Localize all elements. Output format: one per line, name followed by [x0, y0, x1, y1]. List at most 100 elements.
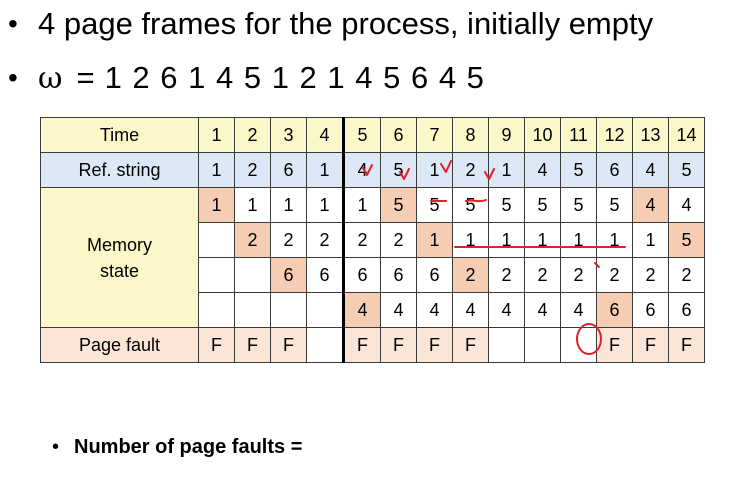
- memory-cell: 1: [342, 187, 381, 223]
- memory-cell: 2: [234, 222, 271, 258]
- reference-cell: 1: [306, 152, 344, 188]
- page-fault-cell: F: [668, 327, 705, 363]
- page-fault-cell: F: [198, 327, 235, 363]
- omega-symbol: ω: [38, 60, 63, 96]
- memory-cell: 2: [632, 257, 669, 293]
- page-fault-cell: [524, 327, 561, 363]
- page-fault-cell: F: [380, 327, 417, 363]
- page-fault-cell: [560, 327, 597, 363]
- memory-header-line2: state: [99, 260, 140, 281]
- memory-cell: 1: [632, 222, 669, 258]
- memory-cell: [234, 292, 271, 328]
- reference-cell: 1: [488, 152, 525, 188]
- page-fault-cell: F: [270, 327, 307, 363]
- reference-cell: 2: [234, 152, 271, 188]
- bullet-page-fault-count: • Number of page faults =: [52, 436, 302, 459]
- memory-cell: 4: [488, 292, 525, 328]
- memory-cell: 2: [596, 257, 633, 293]
- memory-cell: 4: [416, 292, 453, 328]
- bullet-dot-icon: •: [8, 62, 18, 93]
- bullet-dot-icon: •: [8, 8, 18, 39]
- time-cell: 6: [380, 117, 417, 153]
- memory-cell: 6: [596, 292, 633, 328]
- reference-cell: 4: [342, 152, 381, 188]
- memory-cell: 5: [416, 187, 453, 223]
- time-cell: 7: [416, 117, 453, 153]
- memory-cell: 6: [342, 257, 381, 293]
- page-fault-cell: F: [416, 327, 453, 363]
- page-fault-cell: F: [234, 327, 271, 363]
- page-fault-count-text: Number of page faults =: [74, 436, 303, 458]
- memory-cell: 1: [234, 187, 271, 223]
- memory-cell: 1: [488, 222, 525, 258]
- memory-cell: 5: [488, 187, 525, 223]
- memory-cell: 2: [380, 222, 417, 258]
- memory-cell: 4: [560, 292, 597, 328]
- reference-cell: 4: [524, 152, 561, 188]
- memory-cell: 2: [668, 257, 705, 293]
- reference-cell: 6: [596, 152, 633, 188]
- time-cell: 2: [234, 117, 271, 153]
- memory-cell: [234, 257, 271, 293]
- memory-cell: [306, 292, 344, 328]
- memory-cell: 1: [198, 187, 235, 223]
- time-cell: 5: [342, 117, 381, 153]
- bullet-frames: • 4 page frames for the process, initial…: [8, 6, 653, 42]
- memory-cell: 2: [524, 257, 561, 293]
- memory-cell: 6: [668, 292, 705, 328]
- memory-cell: 6: [416, 257, 453, 293]
- memory-cell: 6: [632, 292, 669, 328]
- memory-cell: 1: [524, 222, 561, 258]
- time-cell: 4: [306, 117, 344, 153]
- time-cell: 10: [524, 117, 561, 153]
- memory-cell: 1: [596, 222, 633, 258]
- time-cell: 3: [270, 117, 307, 153]
- page-fault-header: Page fault: [40, 327, 199, 363]
- reference-cell: 5: [668, 152, 705, 188]
- time-header: Time: [40, 117, 199, 153]
- memory-cell: 4: [452, 292, 489, 328]
- memory-cell: 5: [668, 222, 705, 258]
- time-cell: 9: [488, 117, 525, 153]
- memory-cell: 2: [270, 222, 307, 258]
- time-cell: 11: [560, 117, 597, 153]
- reference-header: Ref. string: [40, 152, 199, 188]
- memory-cell: 4: [524, 292, 561, 328]
- memory-cell: 2: [452, 257, 489, 293]
- reference-cell: 1: [416, 152, 453, 188]
- memory-cell: 1: [416, 222, 453, 258]
- memory-cell: 2: [560, 257, 597, 293]
- memory-cell: 4: [668, 187, 705, 223]
- page-fault-cell: F: [452, 327, 489, 363]
- page-fault-cell: [488, 327, 525, 363]
- equals-sign: =: [76, 60, 95, 95]
- page-fault-cell: F: [632, 327, 669, 363]
- memory-cell: 6: [306, 257, 344, 293]
- time-cell: 12: [596, 117, 633, 153]
- reference-sequence: 1 2 6 1 4 5 1 2 1 4 5 6 4 5: [104, 60, 485, 95]
- page-fault-cell: [306, 327, 344, 363]
- reference-cell: 2: [452, 152, 489, 188]
- memory-cell: 1: [270, 187, 307, 223]
- page-fault-cell: F: [342, 327, 381, 363]
- time-cell: 8: [452, 117, 489, 153]
- memory-cell: [198, 257, 235, 293]
- memory-cell: 4: [380, 292, 417, 328]
- memory-cell: 2: [342, 222, 381, 258]
- reference-cell: 4: [632, 152, 669, 188]
- memory-cell: 5: [380, 187, 417, 223]
- reference-cell: 6: [270, 152, 307, 188]
- memory-cell: [198, 222, 235, 258]
- memory-cell: [270, 292, 307, 328]
- memory-cell: 4: [342, 292, 381, 328]
- memory-cell: 5: [560, 187, 597, 223]
- reference-cell: 5: [380, 152, 417, 188]
